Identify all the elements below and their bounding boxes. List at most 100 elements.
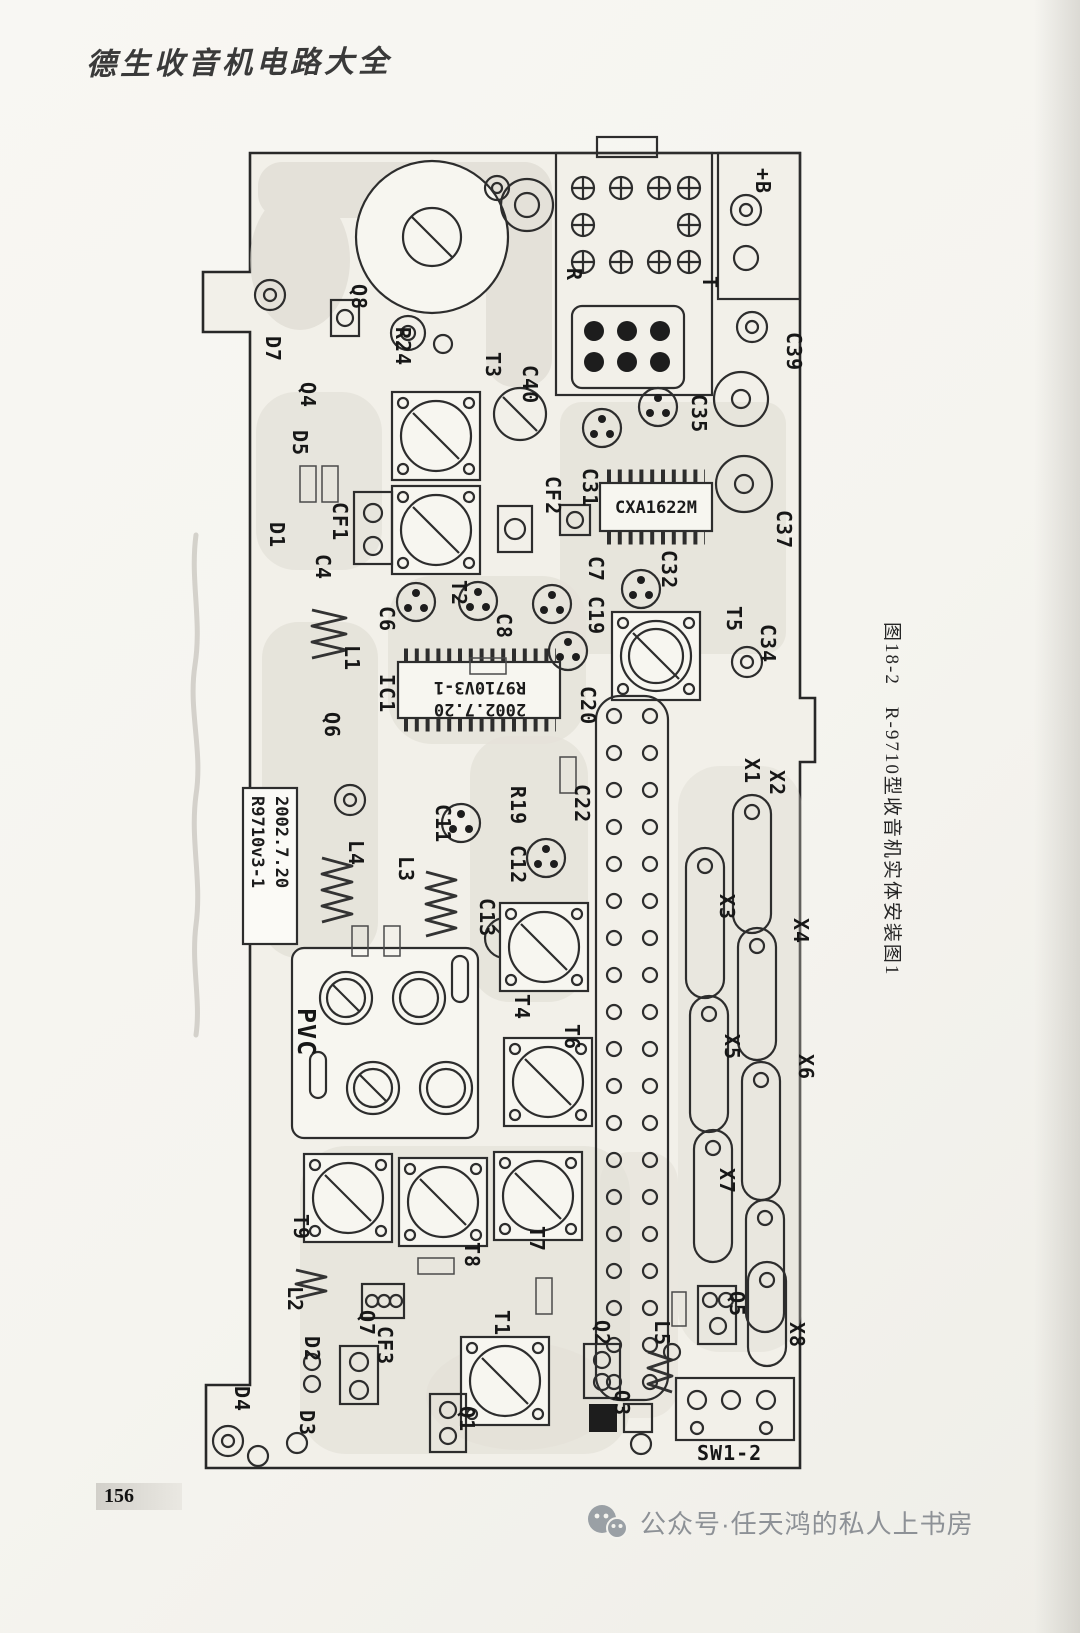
label-c34: C34: [756, 624, 780, 663]
book-title: 德生收音机电路大全: [85, 44, 393, 83]
pencil-annotation: [190, 532, 201, 1038]
page-number: 156: [104, 1485, 134, 1507]
label-t6: T6: [560, 1024, 584, 1050]
label-l5: L5: [650, 1320, 674, 1346]
jack-tab: [595, 135, 659, 159]
transformer-t6: [502, 1036, 594, 1128]
label-x2: X2: [765, 770, 789, 796]
label-t1: T1: [490, 1310, 514, 1336]
cap-c40: [492, 386, 548, 442]
version-line2: 2002.7.20: [271, 796, 291, 888]
coil-l4: [320, 856, 354, 924]
transformer-t8: [397, 1156, 489, 1248]
label-t8: T8: [460, 1242, 484, 1268]
label-r19: R19: [506, 786, 530, 825]
label-q7: Q7: [355, 1310, 379, 1336]
label-t7: T7: [525, 1226, 549, 1252]
label-l2: L2: [283, 1286, 307, 1312]
transformer-t4: [498, 901, 590, 993]
ic1-text-line2: 2002.7.20: [434, 699, 526, 719]
watermark: 公众号·任天鸿的私人上书房: [584, 1500, 974, 1544]
figure-caption: 图18-2 R-9710型收音机实体安装图1: [881, 622, 902, 977]
power-block: [716, 151, 802, 301]
transformer-t3: [390, 390, 482, 482]
label-sw1-2: SW1-2: [697, 1441, 762, 1465]
label-c19: C19: [584, 596, 608, 635]
label-t3: T3: [481, 352, 505, 378]
components: CXA1622M R9710V3-1 2002.7.20: [211, 135, 802, 1468]
label-d7: D7: [261, 336, 285, 362]
label-c31: C31: [578, 468, 602, 507]
watermark-text: 公众号·任天鸿的私人上书房: [640, 1508, 974, 1539]
display-connector: [594, 694, 670, 1402]
label-c6: C6: [375, 606, 399, 632]
label-q5: Q5: [725, 1291, 749, 1317]
label-d4: D4: [230, 1386, 254, 1412]
silkscreen-labels: Q8 D7 Q4 D5 D1 C4 CF1 C6 L1 IC1 Q6 R24 T…: [230, 168, 818, 1465]
tuning-wheel: [354, 159, 555, 315]
label-c40: C40: [518, 365, 542, 404]
audio-chip-label: CXA1622M: [615, 498, 697, 518]
label-d1: D1: [265, 522, 289, 548]
label-t5: T5: [722, 606, 746, 632]
label-ic1: IC1: [375, 674, 399, 713]
speaker-connector-block: [554, 151, 714, 397]
label-cf3: CF3: [373, 1326, 397, 1365]
label-c20: C20: [576, 686, 600, 725]
label-c13: C13: [475, 898, 499, 937]
label-q4: Q4: [296, 382, 320, 408]
version-box: R9710v3-1 2002.7.20: [241, 786, 299, 946]
label-plus-b: +B: [751, 168, 775, 194]
label-x4: X4: [789, 918, 813, 944]
label-x8: X8: [785, 1322, 809, 1348]
label-q1: Q1: [455, 1406, 479, 1432]
label-c22: C22: [570, 784, 594, 823]
coil-l3: [424, 870, 458, 938]
label-c8: C8: [492, 613, 516, 639]
audio-amp-chip: CXA1622M: [598, 469, 714, 545]
label-t9: T9: [289, 1214, 313, 1240]
switch-block: [674, 1376, 796, 1442]
label-q2: Q2: [590, 1320, 614, 1346]
resistor-footprints: [299, 465, 687, 1327]
label-d2: D2: [300, 1336, 324, 1362]
label-t-pad: T: [698, 276, 722, 289]
label-c12: C12: [506, 845, 530, 884]
wechat-icon: [588, 1505, 628, 1539]
ic1-text-line1: R9710V3-1: [434, 677, 526, 697]
label-r24: R24: [391, 327, 415, 366]
label-cf1: CF1: [328, 502, 352, 541]
ic1-chip: R9710V3-1 2002.7.20: [396, 648, 562, 732]
label-cf2: CF2: [541, 476, 565, 515]
label-c39: C39: [782, 332, 806, 371]
page-number-bar: 156: [96, 1483, 182, 1510]
pvc-tuning-block: [290, 946, 480, 1140]
label-c7: C7: [584, 556, 608, 582]
label-x7: X7: [715, 1168, 739, 1194]
label-r-pad: R: [562, 268, 586, 281]
label-d5: D5: [288, 430, 312, 456]
label-x5: X5: [720, 1034, 744, 1060]
coil-l1: [310, 608, 348, 660]
label-t2: T2: [447, 580, 471, 606]
label-x3: X3: [715, 894, 739, 920]
coil-l2: [294, 1268, 328, 1300]
label-c4: C4: [311, 554, 335, 580]
label-c35: C35: [687, 394, 711, 433]
label-d3: D3: [295, 1410, 319, 1436]
version-line1: R9710v3-1: [247, 796, 267, 888]
transformer-t9: [302, 1152, 394, 1244]
label-t4: T4: [510, 994, 534, 1020]
label-q3: Q3: [610, 1390, 634, 1416]
filter-cf1: [352, 490, 394, 566]
label-c11: C11: [431, 804, 455, 843]
page-edge-shadow: [1034, 0, 1080, 1633]
label-l1: L1: [340, 645, 364, 671]
crystal-footprints: [684, 793, 788, 1368]
label-q8: Q8: [347, 284, 371, 310]
label-l3: L3: [394, 856, 418, 882]
label-x6: X6: [794, 1054, 818, 1080]
label-c37: C37: [772, 510, 796, 549]
